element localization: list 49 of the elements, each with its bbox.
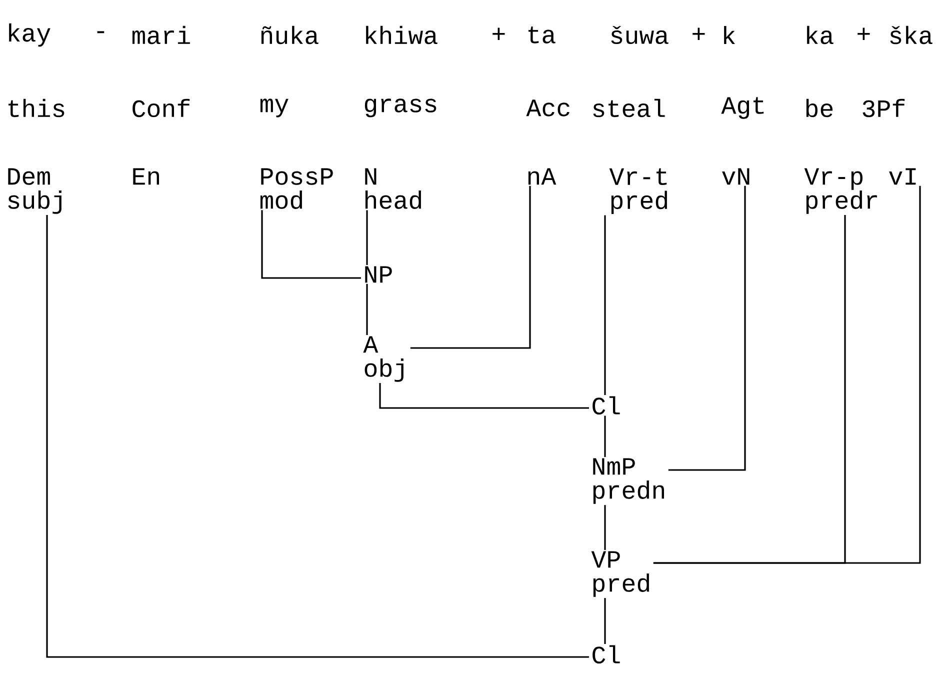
gloss-label: my — [260, 98, 288, 118]
category-label: vN — [722, 168, 750, 185]
category-label: N head — [365, 168, 421, 209]
gloss-label: 3Pf — [862, 98, 905, 118]
morpheme-label: + — [692, 28, 705, 40]
tree-branch — [604, 598, 606, 644]
morpheme-label: - — [97, 31, 104, 34]
category-label: Vr-t pred — [609, 168, 667, 214]
gloss-label: grass — [364, 98, 436, 118]
category-label: NmP predn — [593, 458, 664, 504]
morpheme-label: ška — [890, 26, 932, 44]
tree-branch — [653, 186, 921, 564]
category-label: Dem subj — [8, 168, 62, 214]
gloss-label: Agt — [721, 97, 764, 119]
tree-branch — [366, 210, 368, 265]
tree-branch — [379, 383, 589, 409]
category-label: nA — [528, 168, 556, 185]
morpheme-label: ka — [807, 26, 834, 44]
morpheme-label: khiwa — [366, 26, 438, 44]
category-label: vI — [889, 168, 916, 185]
morpheme-label: + — [858, 28, 870, 40]
category-label: En — [133, 168, 159, 185]
gloss-label: Acc — [526, 100, 570, 116]
morpheme-label: šuwa — [611, 26, 668, 44]
morpheme-label: k — [724, 26, 735, 44]
tree-branch — [410, 186, 531, 349]
category-label: Cl — [592, 396, 620, 415]
gloss-label: Conf — [132, 98, 190, 118]
category-label: NP — [365, 266, 392, 283]
morpheme-label: ñuka — [261, 26, 318, 44]
category-label: Cl — [592, 645, 620, 664]
gloss-label: steal — [593, 98, 665, 118]
gloss-label: this — [8, 98, 64, 118]
morpheme-label: + — [492, 28, 505, 40]
category-label: Vr-p predr — [804, 168, 877, 214]
tree-branch — [604, 505, 606, 550]
tree-branch — [46, 215, 589, 658]
category-label: PossP mod — [260, 168, 333, 209]
gloss-label: be — [806, 98, 833, 118]
category-label: VP pred — [591, 551, 649, 597]
tree-branch — [604, 416, 606, 457]
morpheme-label: ta — [528, 26, 556, 44]
tree-branch — [261, 210, 361, 279]
tree-branch — [604, 215, 606, 395]
tree-branch — [668, 186, 746, 471]
morpheme-label: mari — [132, 26, 190, 44]
tree-branch — [366, 284, 368, 335]
category-label: A obj — [363, 336, 404, 382]
morpheme-label: kay — [9, 23, 50, 47]
